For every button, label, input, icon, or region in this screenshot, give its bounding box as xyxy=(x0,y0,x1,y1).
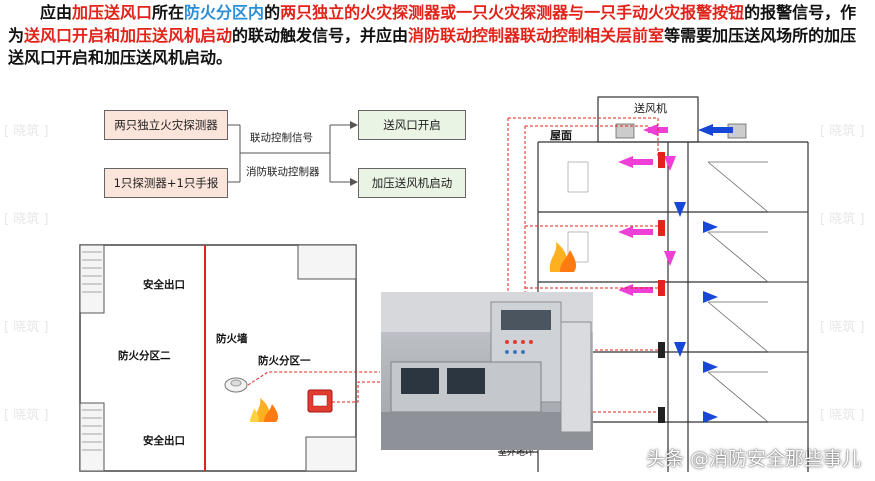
watermark: [ 晓筑 ] xyxy=(820,124,865,139)
exit-label-bottom: 安全出口 xyxy=(143,435,185,447)
highlight-detectors: 两只独立的火灾探测器或一只火灾探测器与一只手动火灾报警按钮 xyxy=(280,3,745,22)
text-segment: 的报警信号，作为 xyxy=(8,3,857,45)
text-segment: 应由 xyxy=(40,3,73,22)
ground-label: 室外地坪 xyxy=(498,448,535,458)
highlight-controller: 消防联动控制器联动控制相关层前室 xyxy=(408,25,665,45)
control-console-photo xyxy=(381,292,593,450)
watermark: [ 晓筑 ] xyxy=(4,212,49,227)
fan-label: 送风机 xyxy=(634,102,667,115)
highlight-trigger: 送风口开启和加压送风机启动 xyxy=(24,25,233,45)
fire-icon xyxy=(250,398,279,422)
roof-label: 屋面 xyxy=(550,129,572,142)
watermark: [ 晓筑 ] xyxy=(820,320,865,335)
firewall-label: 防火墙 xyxy=(216,333,248,345)
fire-icon xyxy=(549,242,577,272)
exit-label-top: 安全出口 xyxy=(143,279,185,291)
text-segment: 所在 xyxy=(152,3,185,22)
watermark: [ 晓筑 ] xyxy=(820,408,865,423)
watermark: [ 晓筑 ] xyxy=(4,124,49,139)
flow-signal-label: 联动控制信号 xyxy=(250,132,313,144)
highlight-air-outlet: 加压送风口 xyxy=(72,3,153,22)
flow-input-detector-manual: 1只探测器+1只手报 xyxy=(104,168,228,198)
flow-controller-label: 消防联动控制器 xyxy=(246,166,320,178)
flow-output-air-outlet: 送风口开启 xyxy=(358,110,466,140)
intro-paragraph: 应由加压送风口所在防火分区内的两只独立的火灾探测器或一只火灾探测器与一只手动火灾… xyxy=(8,2,868,70)
zone1-label: 防火分区一 xyxy=(258,355,311,367)
figure-panel: 两只独立火灾探测器 1只探测器+1只手报 联动控制信号 消防联动控制器 送风口开… xyxy=(68,82,816,480)
text-segment: 的联动触发信号，并应由 xyxy=(232,25,409,45)
flow-input-two-detectors: 两只独立火灾探测器 xyxy=(104,110,228,140)
watermark: [ 晓筑 ] xyxy=(4,408,49,423)
zone2-label: 防火分区二 xyxy=(118,350,171,362)
text-segment: 的 xyxy=(264,3,281,22)
highlight-fire-zone: 防火分区内 xyxy=(184,3,265,22)
text-segment: 等需要加压送风场所的加压送风口开启和加压送风机启动。 xyxy=(8,25,857,68)
watermark: [ 晓筑 ] xyxy=(820,212,865,227)
flow-output-fan-start: 加压送风机启动 xyxy=(358,168,466,198)
author-credit: 头条 @消防安全那些事儿 xyxy=(645,448,861,470)
watermark: [ 晓筑 ] xyxy=(4,320,49,335)
